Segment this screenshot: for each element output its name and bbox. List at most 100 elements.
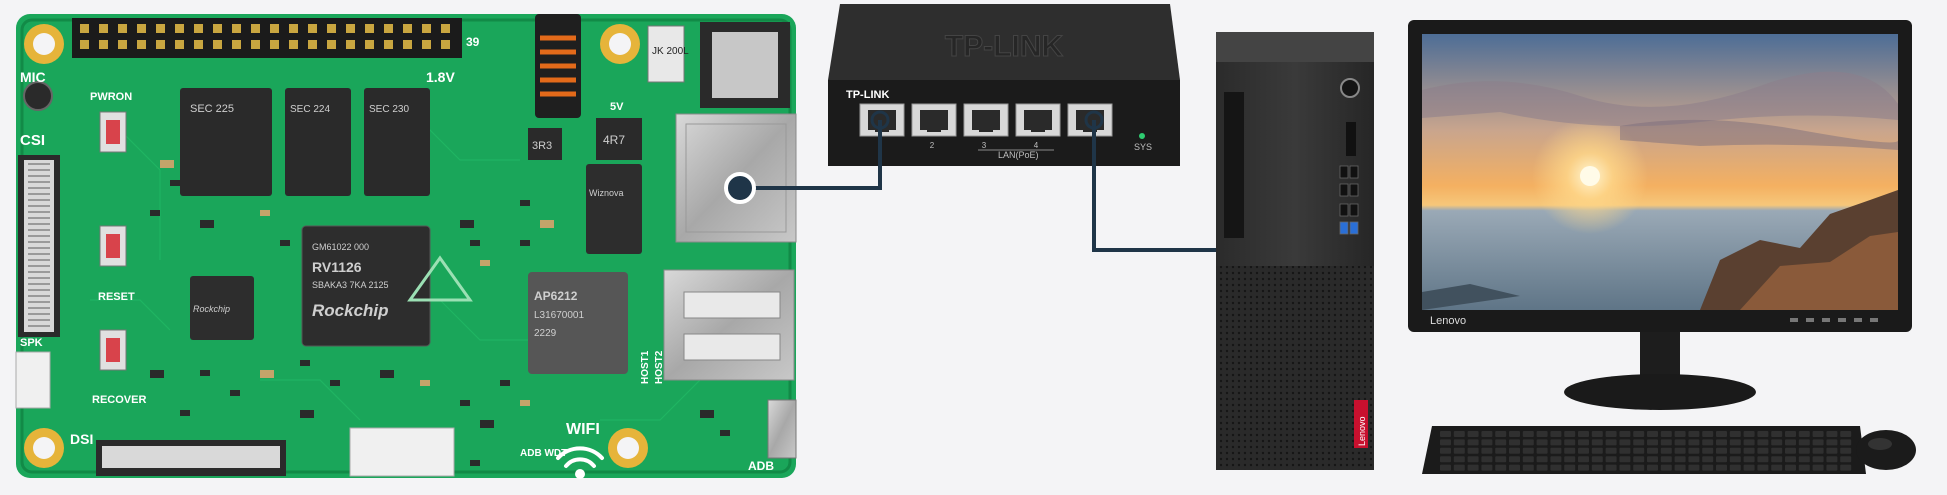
switch-port-4[interactable]: 4 <box>1015 103 1061 150</box>
key <box>1453 447 1465 454</box>
usb-port[interactable] <box>1349 165 1359 179</box>
recover-button[interactable] <box>99 329 127 371</box>
monitor-button[interactable] <box>1854 318 1862 322</box>
key <box>1591 464 1603 471</box>
key <box>1743 439 1755 446</box>
csi-pin <box>28 259 50 261</box>
csi-pin <box>28 163 50 165</box>
key <box>1495 464 1507 471</box>
key <box>1619 464 1631 471</box>
switch-port-3[interactable]: 3 <box>963 103 1009 150</box>
key <box>1798 431 1810 437</box>
key <box>1743 456 1755 463</box>
rv1126-board: MIC CSI PWRON RESET RECOVER SPK DSI <box>15 14 797 479</box>
key <box>1660 464 1672 471</box>
monitor-button[interactable] <box>1806 318 1814 322</box>
key <box>1785 464 1796 471</box>
key <box>1550 464 1562 471</box>
monitor-neck <box>1640 332 1680 382</box>
key <box>1826 447 1838 454</box>
label-pin39: 39 <box>466 35 480 49</box>
monitor-button[interactable] <box>1822 318 1830 322</box>
key <box>1688 464 1700 471</box>
key <box>1660 439 1672 446</box>
key <box>1647 431 1658 437</box>
key <box>1757 439 1769 446</box>
csi-pin <box>28 223 50 225</box>
usb-port[interactable] <box>1339 221 1349 235</box>
usb-port[interactable] <box>1349 221 1359 235</box>
smd-part <box>520 240 530 246</box>
switch-port-2[interactable]: 2 <box>911 103 957 150</box>
key <box>1619 431 1631 437</box>
usb-port[interactable] <box>1349 183 1359 197</box>
usb-port[interactable] <box>1339 183 1349 197</box>
key <box>1481 464 1493 471</box>
mem2-label: SEC 224 <box>290 104 330 115</box>
key <box>1495 456 1507 463</box>
key <box>1798 447 1810 454</box>
csi-pin <box>28 241 50 243</box>
optical-drive <box>1224 92 1244 238</box>
gpio-pin <box>403 40 412 49</box>
board-port-marker <box>724 172 756 204</box>
spk-connector <box>15 351 51 409</box>
power-button[interactable] <box>1340 78 1360 98</box>
key <box>1840 447 1852 454</box>
switch-brand-front: TP-LINK <box>846 89 889 101</box>
key <box>1812 464 1824 471</box>
key <box>1702 431 1714 437</box>
smd-part <box>200 370 210 376</box>
csi-pin <box>28 307 50 309</box>
usb-port[interactable] <box>1339 165 1349 179</box>
front-mesh <box>1216 266 1374 470</box>
key <box>1660 431 1672 437</box>
key <box>1757 456 1769 463</box>
usb-port[interactable] <box>1349 203 1359 217</box>
key <box>1481 447 1493 454</box>
key <box>1536 439 1548 446</box>
label-dsi: DSI <box>70 431 93 447</box>
label-recover: RECOVER <box>92 394 146 406</box>
adb-micro-usb[interactable] <box>767 399 797 459</box>
gpio-pin <box>441 40 450 49</box>
front-usb-ports[interactable] <box>1339 165 1359 235</box>
rv1126-soc: GM61022 000 RV1126 SBAKA3 7KA 2125 Rockc… <box>301 225 431 347</box>
key <box>1840 431 1852 437</box>
key <box>1564 431 1576 437</box>
key <box>1453 439 1465 446</box>
pwron-button[interactable] <box>99 111 127 153</box>
gpio-pin <box>232 24 241 33</box>
gpio-pin <box>441 24 450 33</box>
smd-part <box>380 370 394 378</box>
monitor-brand: Lenovo <box>1430 315 1466 327</box>
usb-host-port[interactable] <box>663 269 795 381</box>
memory-chip-1: SEC 225 <box>180 88 272 196</box>
monitor-controls[interactable] <box>1790 318 1878 322</box>
smd-part <box>500 380 510 386</box>
key <box>1716 464 1727 471</box>
reset-button[interactable] <box>99 225 127 267</box>
monitor-button[interactable] <box>1790 318 1798 322</box>
gpio-pin <box>384 24 393 33</box>
gpio-pin <box>80 40 89 49</box>
gpio-pin <box>118 24 127 33</box>
label-spk: SPK <box>20 337 43 349</box>
switch-port-5[interactable] <box>1067 103 1113 137</box>
key <box>1619 439 1631 446</box>
audio-jack <box>535 14 581 118</box>
key <box>1826 464 1838 471</box>
key <box>1647 447 1658 454</box>
monitor-button[interactable] <box>1838 318 1846 322</box>
monitor-button[interactable] <box>1870 318 1878 322</box>
gpio-pin <box>194 40 203 49</box>
key <box>1674 447 1686 454</box>
gpio-pin <box>308 40 317 49</box>
key <box>1495 431 1507 437</box>
key <box>1633 439 1645 446</box>
csi-pin <box>28 217 50 219</box>
gpio-pin <box>175 40 184 49</box>
usb-port[interactable] <box>1339 203 1349 217</box>
smd-part <box>480 260 490 266</box>
key <box>1605 447 1617 454</box>
